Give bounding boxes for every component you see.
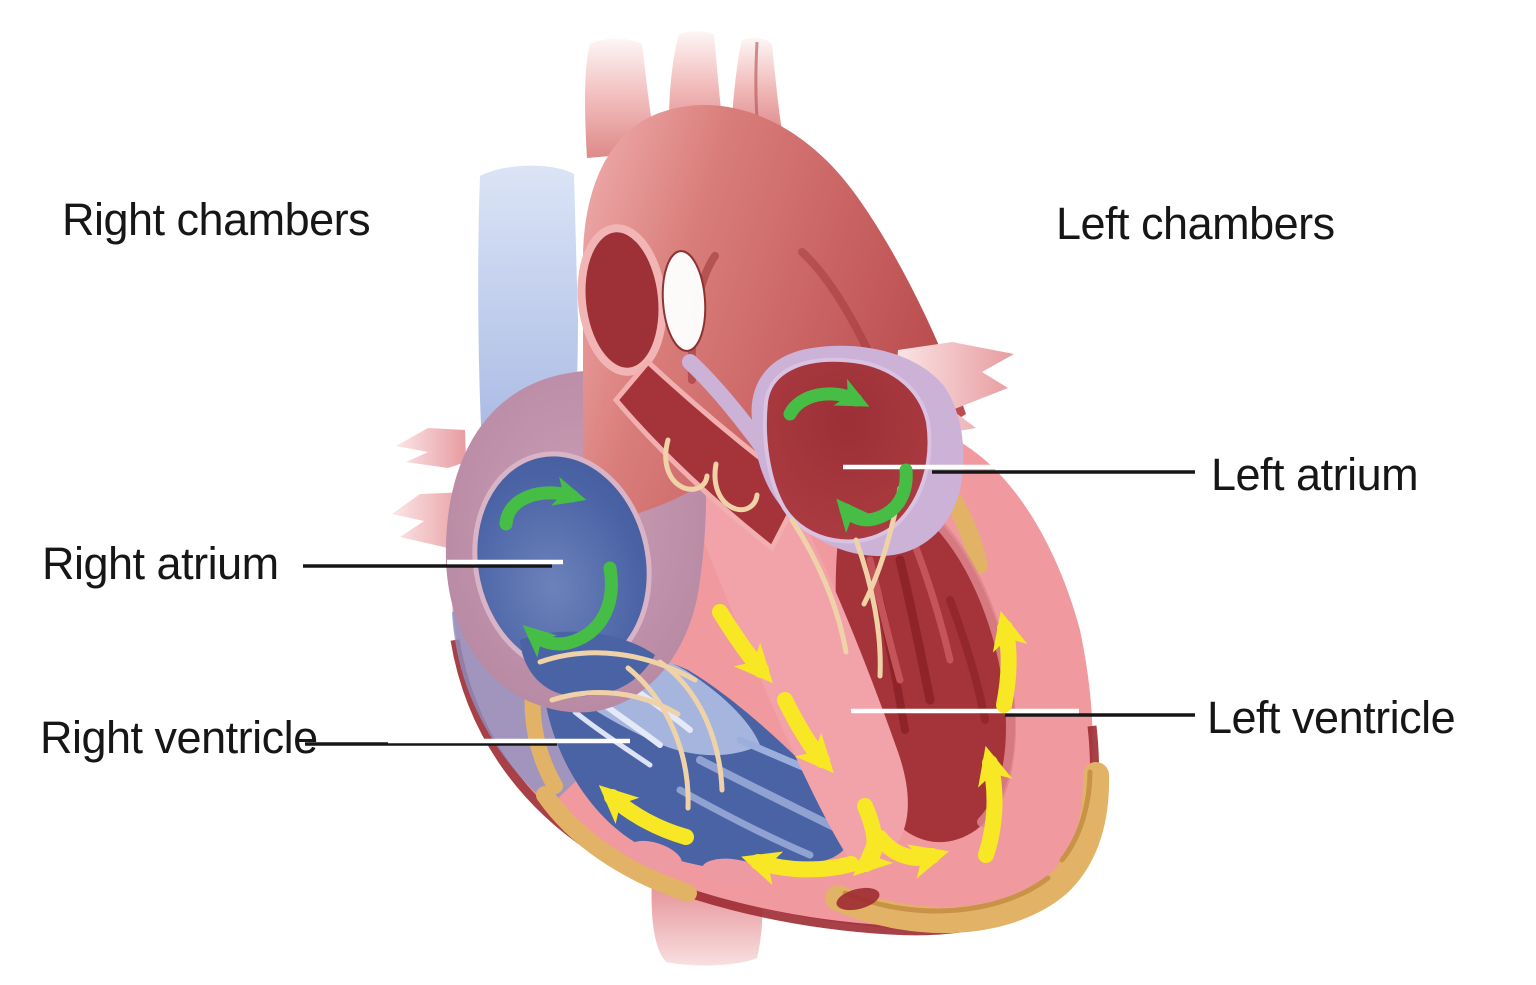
label-right-atrium: Right atrium <box>42 538 279 589</box>
aortic-arch-window <box>661 250 707 352</box>
leader-line-left-ventricle <box>851 708 1195 717</box>
label-left-chambers: Left chambers <box>1056 198 1335 249</box>
leader-line-left-atrium <box>843 464 1195 474</box>
ventricular-flow-arrows <box>598 604 1028 886</box>
leader-line-right-atrium <box>303 559 563 568</box>
flow-arrow-apex-right <box>872 830 950 879</box>
flow-arrow-left-wall-lower <box>978 745 1013 863</box>
label-right-ventricle: Right ventricle <box>40 712 318 763</box>
aortic-valve-cusps <box>663 437 760 513</box>
flow-arrow-left-wall-upper <box>992 610 1028 713</box>
leader-line-right-ventricle <box>305 738 630 746</box>
label-right-chambers: Right chambers <box>62 194 371 245</box>
label-left-ventricle: Left ventricle <box>1207 692 1456 743</box>
flow-arrow-left-atrium-top <box>783 378 870 421</box>
label-left-atrium: Left atrium <box>1211 449 1419 500</box>
flow-arrow-right-ventricle-bottom-left <box>598 785 694 845</box>
tricuspid-valve-chordae <box>537 650 725 811</box>
interventricular-septum <box>688 462 908 868</box>
flow-arrow-septum-upper <box>712 604 773 684</box>
flow-arrow-septum-mid <box>777 692 834 774</box>
flow-arrow-right-atrium-top <box>499 476 587 531</box>
flow-arrow-bottom-leftward <box>741 851 859 886</box>
leader-lines <box>303 464 1195 746</box>
flow-arrow-left-atrium-bottom <box>836 463 913 534</box>
atrial-flow-arrows <box>499 378 913 658</box>
flow-arrow-right-atrium-bottom <box>522 561 618 658</box>
